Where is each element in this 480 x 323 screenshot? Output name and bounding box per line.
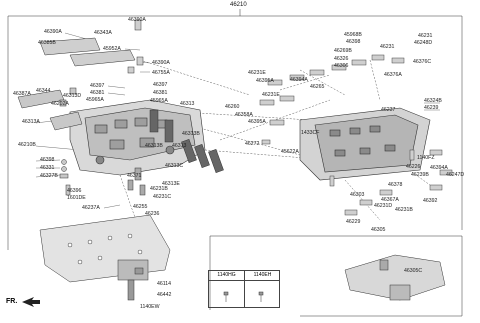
label: 46313E xyxy=(162,181,180,187)
label: 46395A xyxy=(248,119,266,125)
label: 46358A xyxy=(235,112,253,118)
table-header-col1: 1140HG xyxy=(209,271,244,281)
label: 46397 xyxy=(153,82,168,88)
left-small-parts xyxy=(17,87,83,196)
label: 46313C xyxy=(165,163,184,169)
label: 46231 xyxy=(380,44,395,50)
label: 46248D xyxy=(414,40,433,46)
label: 46392 xyxy=(423,198,438,204)
label: 45968B xyxy=(344,32,362,38)
label: 45965A xyxy=(150,98,168,104)
label: 46305C xyxy=(404,268,423,274)
label: 46755A xyxy=(152,70,170,76)
label: 46326 xyxy=(334,56,349,62)
label: 46269B xyxy=(334,48,352,54)
label: 46344 xyxy=(36,88,51,94)
label: 46378 xyxy=(388,182,403,188)
label: 46255 xyxy=(133,204,148,210)
label: 46202A xyxy=(51,101,69,107)
label: 46260 xyxy=(225,104,240,110)
label: 46313D xyxy=(63,93,82,99)
right-small-parts xyxy=(259,54,453,216)
label: 46231D xyxy=(374,203,393,209)
label: 46303 xyxy=(350,192,365,198)
label: 46239B xyxy=(411,172,429,178)
label: 46237A xyxy=(82,205,100,211)
label: 46390A xyxy=(44,29,62,35)
label: 46210B xyxy=(18,142,36,148)
label: 45965A xyxy=(86,97,104,103)
label: 1140FZ xyxy=(417,155,435,161)
label: 46442 xyxy=(157,292,172,298)
label: 45952A xyxy=(103,46,121,52)
label: 46313B xyxy=(145,143,163,149)
label: 46313B xyxy=(182,131,200,137)
label: 46237 xyxy=(381,107,396,113)
main-assembly-number: 46210 xyxy=(230,2,247,8)
label: 46231B xyxy=(150,186,168,192)
upper-valve-body xyxy=(69,99,206,176)
fastener-table: 1140HG 1140EH xyxy=(208,270,280,308)
label: 46397 xyxy=(90,83,105,89)
label: 46231B xyxy=(395,207,413,213)
separator-plate xyxy=(39,214,171,283)
solenoid-group xyxy=(127,109,224,196)
label: 46313 xyxy=(172,143,187,149)
label: 46247D xyxy=(446,172,465,178)
label: 46394A xyxy=(290,77,308,83)
label: 46398 xyxy=(40,157,55,163)
label: 46395A xyxy=(256,78,274,84)
label: 46343A xyxy=(94,30,112,36)
label: 46226 xyxy=(406,164,421,170)
assembly-46305c xyxy=(344,254,446,301)
bolt-icons xyxy=(223,291,264,302)
label: 1601DE xyxy=(67,195,86,201)
front-arrow-icon xyxy=(22,297,40,307)
upper-cover-plates xyxy=(39,19,144,74)
label: 46394A xyxy=(430,165,448,171)
label: 46313A xyxy=(22,119,40,125)
label: 46231C xyxy=(153,194,172,200)
label: 46231 xyxy=(418,33,433,39)
label: 46331 xyxy=(40,165,55,171)
label: 1433CF xyxy=(301,130,320,136)
table-cell-col2 xyxy=(244,280,280,307)
label: 46231E xyxy=(248,70,266,76)
label: 46236 xyxy=(145,211,160,217)
label: 46396 xyxy=(67,188,82,194)
label: 46327B xyxy=(40,173,58,179)
label: 46376A xyxy=(384,72,402,78)
label: 46385B xyxy=(38,40,56,46)
label: 1140EW xyxy=(140,304,160,310)
front-direction-label: FR. xyxy=(6,298,18,305)
label: 46381 xyxy=(153,90,168,96)
label: 46390A xyxy=(128,17,146,23)
label: 46398 xyxy=(346,39,361,45)
label: 46265 xyxy=(310,84,325,90)
label: 45622A xyxy=(281,149,299,155)
label: 46381 xyxy=(90,90,105,96)
label: 46371 xyxy=(127,173,142,179)
table-cell-col1 xyxy=(209,280,244,307)
label: 46272 xyxy=(245,141,260,147)
label: 46390A xyxy=(152,60,170,66)
label: 46305 xyxy=(371,227,386,233)
lower-valve-part xyxy=(117,259,149,301)
label: 46114 xyxy=(157,281,172,287)
label: 46229 xyxy=(346,219,361,225)
label: 46324B xyxy=(424,98,442,104)
label: 46387A xyxy=(13,91,31,97)
lower-valve-body xyxy=(299,107,431,181)
label: 46376C xyxy=(413,59,432,65)
label: 46306 xyxy=(334,63,349,69)
label: 46239 xyxy=(424,105,439,111)
label: 46367A xyxy=(381,197,399,203)
table-header-col2: 1140EH xyxy=(244,271,280,281)
label: 46231E xyxy=(262,92,280,98)
label: 46313 xyxy=(180,101,195,107)
